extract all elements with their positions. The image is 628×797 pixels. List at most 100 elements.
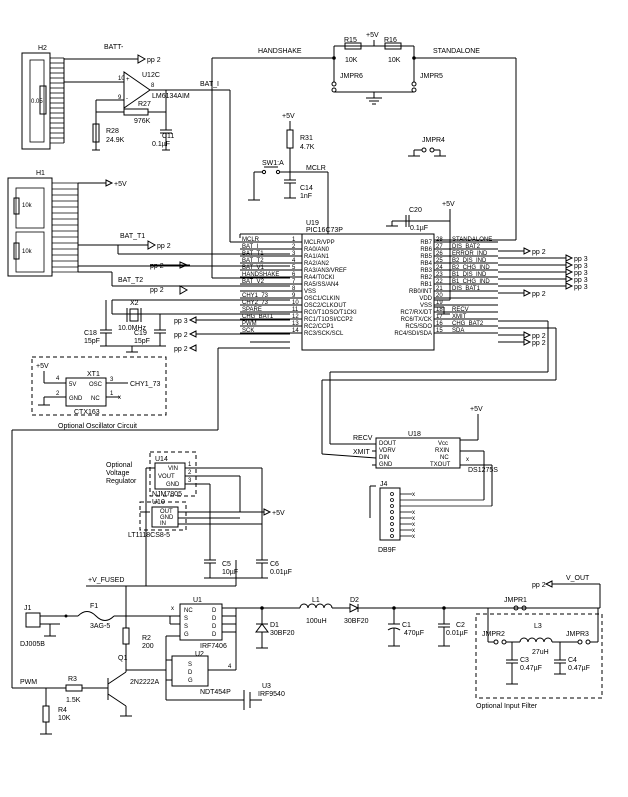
svg-text:D: D xyxy=(212,624,217,630)
svg-text:JMPR3: JMPR3 xyxy=(566,631,589,638)
svg-text:10k: 10k xyxy=(22,203,33,209)
svg-text:NJM7805: NJM7805 xyxy=(152,491,182,498)
svg-text:R27: R27 xyxy=(138,101,151,108)
net-handshake: HANDSHAKE xyxy=(258,48,302,55)
svg-text:10µF: 10µF xyxy=(222,569,238,576)
svg-text:U19: U19 xyxy=(306,220,319,227)
u19-left-pin-number: 2 xyxy=(292,244,296,250)
svg-text:DIN: DIN xyxy=(379,455,389,461)
u19-left-pin-number: 7 xyxy=(292,279,296,285)
svg-text:DOUT: DOUT xyxy=(379,441,396,447)
svg-text:R16: R16 xyxy=(384,37,397,44)
svg-text:LM6134AIM: LM6134AIM xyxy=(152,93,190,100)
u19-left-pin-net: HANDSHAKE xyxy=(242,272,279,278)
u19-right-pin-number: 28 xyxy=(436,237,443,243)
svg-text:IRF9540: IRF9540 xyxy=(258,691,285,698)
svg-text:pp 2: pp 2 xyxy=(150,263,164,270)
u19-left-pin-name: RC2/CCP1 xyxy=(304,324,334,330)
svg-text:+5V: +5V xyxy=(442,201,455,208)
svg-text:D: D xyxy=(212,608,217,614)
net-bat-i: BAT_I xyxy=(200,81,219,88)
u19-right-pin-net: XMIT xyxy=(452,314,467,320)
svg-text:2N2222A: 2N2222A xyxy=(130,679,160,686)
svg-text:IN: IN xyxy=(160,521,166,527)
svg-text:C20: C20 xyxy=(409,207,422,214)
u19-left-pin-name: VSS xyxy=(304,289,316,295)
net-standalone: STANDALONE xyxy=(433,48,480,55)
u19-left-pin-net: BAT_I xyxy=(242,244,259,250)
u19-left-pin-name: RA1/AN1 xyxy=(304,254,330,260)
u19-right-pin-name: VDD xyxy=(419,296,432,302)
svg-text:LT1118CS8-5: LT1118CS8-5 xyxy=(128,532,170,539)
svg-text:0.01µF: 0.01µF xyxy=(446,630,468,637)
svg-text:0.47µF: 0.47µF xyxy=(568,665,590,672)
svg-text:+5V: +5V xyxy=(282,113,295,120)
svg-text:U1: U1 xyxy=(193,597,202,604)
svg-text:0.01µF: 0.01µF xyxy=(270,569,292,576)
svg-text:G: G xyxy=(188,678,193,684)
svg-text:C19: C19 xyxy=(134,330,147,337)
svg-text:U18: U18 xyxy=(408,431,421,438)
svg-text:10K: 10K xyxy=(388,57,401,64)
svg-text:D: D xyxy=(212,632,217,638)
u19-left-pin-net: CHG_BAT1 xyxy=(242,314,274,320)
u19-right-pin-net: STANDALONE xyxy=(452,237,492,243)
svg-text:JMPR6: JMPR6 xyxy=(340,73,363,80)
svg-text:VIN: VIN xyxy=(168,466,178,472)
svg-text:C4: C4 xyxy=(568,657,577,664)
u19-right-pin-number: 18 xyxy=(436,307,443,313)
u19-left-pin-net: BAT_T2 xyxy=(242,258,264,264)
svg-text:pp 2: pp 2 xyxy=(157,243,171,250)
svg-text:D: D xyxy=(188,670,193,676)
u19-left-pin-name: RA3/AN3/VREF xyxy=(304,268,347,274)
svg-text:U12C: U12C xyxy=(142,72,160,79)
svg-text:J4: J4 xyxy=(380,481,388,488)
svg-text:976K: 976K xyxy=(134,118,151,125)
u19-left-pin-net: PWM xyxy=(242,321,257,327)
u19-right-pin-number: 26 xyxy=(436,251,443,257)
net-pwm: PWM xyxy=(20,679,37,686)
svg-text:R31: R31 xyxy=(300,135,313,142)
svg-text:+5V: +5V xyxy=(470,406,483,413)
svg-text:J1: J1 xyxy=(24,605,32,612)
u19-right-pin-name: RB3 xyxy=(420,268,432,274)
u19-right-pin-number: 23 xyxy=(436,272,443,278)
svg-text:10.0MHz: 10.0MHz xyxy=(118,325,147,332)
h2-resistor-value: 0.05 xyxy=(31,99,43,105)
svg-text:3AG-5: 3AG-5 xyxy=(90,623,110,630)
svg-text:RXIN: RXIN xyxy=(435,448,449,454)
u19-right-pin-name: RC7/RX/DT xyxy=(400,310,432,316)
svg-text:GND: GND xyxy=(69,396,83,402)
svg-text:pp 3: pp 3 xyxy=(574,270,588,277)
net-v-out: V_OUT xyxy=(566,575,590,582)
svg-text:pp 3: pp 3 xyxy=(574,256,588,263)
u19-right-pin-net: B2_DIS_IND xyxy=(452,258,487,264)
svg-text:DS1275S: DS1275S xyxy=(468,467,498,474)
u19-right-pin-net: RECV xyxy=(452,307,469,313)
u19-left-pin-number: 5 xyxy=(292,265,296,271)
u19-left-pin-name: RA2/AN2 xyxy=(304,261,330,267)
svg-text:0.1µF: 0.1µF xyxy=(152,141,170,148)
svg-text:5V: 5V xyxy=(69,382,76,388)
svg-text:+V_FUSED: +V_FUSED xyxy=(88,577,124,584)
svg-text:x: x xyxy=(118,395,121,401)
svg-text:C6: C6 xyxy=(270,561,279,568)
u19-right-pin-name: RC5/SDO xyxy=(405,324,432,330)
u18-rs232-driver: U18 DS1275S DOUT VDRV DIN GND Vcc RXIN N… xyxy=(375,431,498,474)
svg-text:GND: GND xyxy=(166,482,180,488)
svg-text:C18: C18 xyxy=(84,330,97,337)
u19-right-pin-number: 22 xyxy=(436,279,443,285)
svg-text:3: 3 xyxy=(110,377,114,383)
svg-text:U3: U3 xyxy=(262,683,271,690)
net-batt-minus: BATT- xyxy=(104,44,124,51)
svg-text:pp 2: pp 2 xyxy=(174,332,188,339)
svg-text:Optional: Optional xyxy=(106,462,133,469)
svg-text:30BF20: 30BF20 xyxy=(344,618,369,625)
svg-text:1.5K: 1.5K xyxy=(66,697,81,704)
u19-right-pin-net: B2_CHG_IND xyxy=(452,265,490,271)
u1-mosfet: U1 NC S S G D D D D IRF7406 xyxy=(179,597,227,650)
u19-left-pin-name: RA5/SS/AN4 xyxy=(304,282,339,288)
svg-text:x: x xyxy=(412,522,415,528)
u19-left-pin-number: 14 xyxy=(292,328,299,334)
